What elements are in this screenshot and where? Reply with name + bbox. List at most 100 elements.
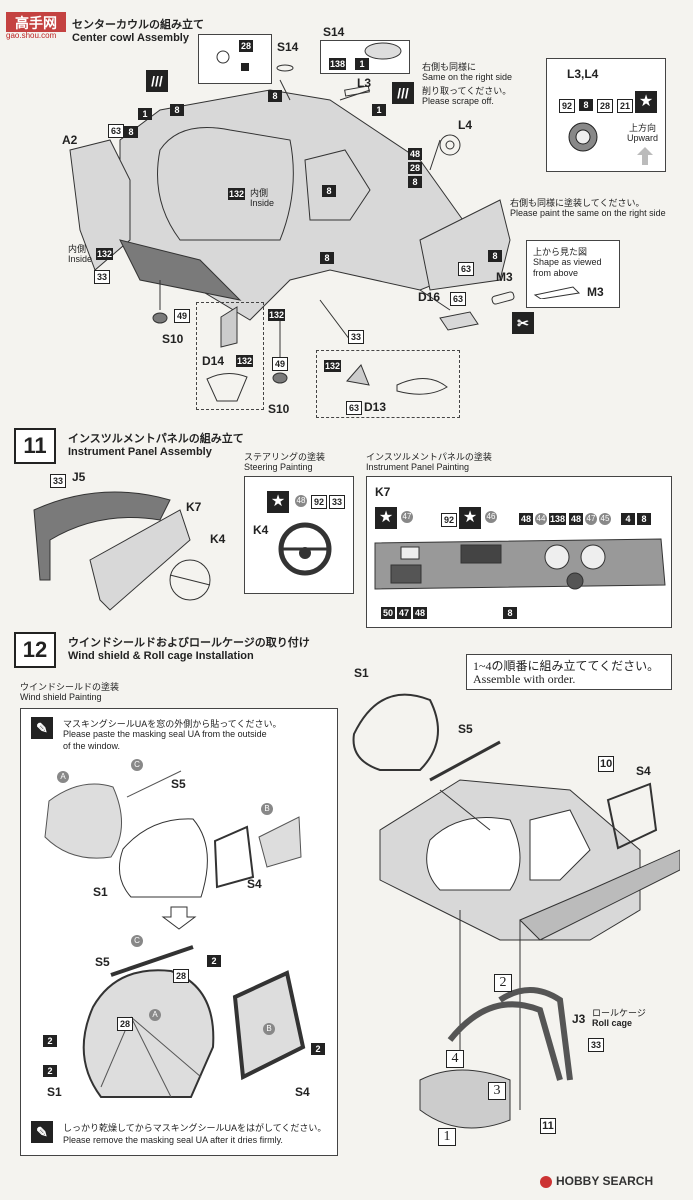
view-en1: Shape as viewed — [533, 257, 602, 267]
order-marker-4: 4 — [446, 1050, 464, 1068]
order-en: Assemble with order. — [473, 672, 576, 686]
part-s14: S14 — [277, 40, 299, 54]
part-a2: A2 — [62, 133, 78, 147]
code-2-left: 2 — [43, 1035, 57, 1047]
inside-label-en: Inside — [250, 198, 275, 208]
code-8-side: 8 — [320, 252, 334, 264]
code-2-s4: 2 — [311, 1043, 325, 1055]
code-28-window: 28 — [117, 1017, 133, 1031]
code-49-mid: 49 — [272, 357, 288, 371]
code-47-b: 47 — [585, 513, 597, 525]
l3l4-paint-box: L3,L4 92 8 28 21 ★ 上方向 Upward — [546, 58, 666, 172]
inside-left-en: Inside — [68, 254, 93, 264]
code-8-far-right: 8 — [488, 250, 502, 262]
note-right-jp: 右側も同様に — [422, 62, 477, 72]
part-k7: K7 — [186, 500, 202, 514]
code-132-left: 132 — [96, 248, 114, 260]
step10-title-jp: センターカウルの組み立て — [72, 19, 204, 31]
part-s1-top: S1 — [93, 885, 108, 899]
step11-title-jp: インスツルメントパネルの組み立て — [68, 433, 244, 445]
m3-view-box: 上から見た図 Shape as viewed from above M3 — [526, 240, 620, 308]
code-48: 48 — [408, 148, 422, 160]
watermark-text: gao.shou.com — [6, 31, 57, 40]
note-scrape-jp: 削り取ってください。 — [422, 86, 512, 96]
code-63-left: 63 — [108, 124, 124, 138]
code-8-mid: 8 — [322, 185, 336, 197]
watermark-logo: 高手网 gao.shou.com — [4, 8, 70, 42]
paint-note-en: Please paint the same on the right side — [510, 208, 666, 218]
code-8-l: 8 — [579, 99, 593, 111]
ws-en: Wind shield Painting — [20, 692, 102, 702]
code-48-panel-b: 48 — [569, 513, 583, 525]
s14-paint-box: 138 1 — [320, 40, 410, 74]
code-1: 1 — [355, 58, 369, 70]
inside-label-jp: 内側 — [250, 188, 269, 198]
remove-en: Please remove the masking seal UA after … — [63, 1135, 283, 1145]
part-s1-bottom: S1 — [47, 1085, 62, 1099]
l3l4-label: L3,L4 — [567, 67, 599, 81]
inside-left-jp: 内側 — [68, 244, 87, 254]
step12-title-en: Wind shield & Roll cage Installation — [68, 650, 254, 662]
code-47-a: 47 — [401, 511, 413, 523]
arrow-up-icon — [637, 147, 653, 165]
scrape-icon: /// — [146, 70, 168, 92]
part-d13: D13 — [364, 400, 387, 414]
rollcage-jp: ロールケージ — [592, 1008, 646, 1018]
code-50: 50 — [381, 607, 395, 619]
code-63-d13: 63 — [346, 401, 362, 415]
part-s10-left: S10 — [162, 332, 184, 346]
view-jp: 上から見た図 — [533, 247, 588, 257]
code-8-right: 8 — [408, 176, 422, 188]
part-s4-right: S4 — [636, 764, 651, 778]
marker-c-top: C — [131, 759, 143, 771]
footer-brand: HOBBY SEARCH — [540, 1174, 653, 1188]
instrument-panel-drawing — [33, 491, 211, 611]
order-marker-2: 2 — [494, 974, 512, 992]
remove-jp: しっかり乾燥してからマスキングシールUAをはがしてください。 — [63, 1123, 327, 1133]
code-28: 28 — [239, 40, 253, 52]
note-scrape-en: Please scrape off. — [422, 96, 494, 106]
note-right-en: Same on the right side — [422, 72, 513, 82]
code-8-a2: 8 — [124, 126, 138, 138]
code-48-c: 48 — [413, 607, 427, 619]
mask-en2: of the window. — [63, 741, 121, 751]
code-4: 4 — [621, 513, 635, 525]
step11-number: 11 — [14, 428, 56, 464]
panel-en: Instrument Panel Painting — [366, 462, 470, 472]
steer-en: Steering Painting — [244, 462, 313, 472]
upward-en: Upward — [627, 133, 659, 143]
scrape-icon-right: /// — [392, 82, 414, 104]
part-s1-right: S1 — [354, 666, 369, 680]
footer-logo-icon — [540, 1175, 552, 1188]
code-47-c: 47 — [397, 607, 411, 619]
steer-jp: ステアリングの塗装 — [244, 452, 326, 462]
code-33-j5: 33 — [50, 474, 66, 488]
s14-detail-box: 28 — [198, 34, 272, 84]
code-45: 45 — [599, 513, 611, 525]
code-138: 138 — [329, 58, 347, 70]
part-s5-top: S5 — [171, 777, 186, 791]
upward-jp: 上方向 — [629, 123, 657, 133]
marker-b-top: B — [261, 803, 273, 815]
code-132-s10: 132 — [268, 309, 286, 321]
mask-en1: Please paste the masking seal UA from th… — [63, 729, 267, 739]
code-44: 44 — [535, 513, 547, 525]
part-d14: D14 — [202, 354, 225, 368]
steer-star-icon: ★ — [267, 491, 289, 513]
part-m3: M3 — [496, 270, 513, 284]
code-46: 46 — [485, 511, 497, 523]
brush-icon: ✎ — [31, 717, 53, 739]
code-92: 92 — [559, 99, 575, 113]
center-cowl-drawing — [69, 64, 515, 384]
code-8-bottom: 8 — [503, 607, 517, 619]
view-en2: from above — [533, 268, 579, 278]
order-jp: 1~4の順番に組み立ててください。 — [473, 659, 660, 673]
part-s14-b: S14 — [323, 25, 345, 39]
code-28-right: 28 — [408, 162, 422, 174]
mask-jp: マスキングシールUAを窓の外側から貼ってください。 — [63, 719, 282, 729]
code-63-d16: 63 — [450, 292, 466, 306]
code-132-d14: 132 — [236, 355, 254, 367]
code-92-steer: 92 — [311, 495, 327, 509]
m3-view-label: M3 — [587, 285, 604, 299]
part-j3: J3 — [572, 1012, 586, 1026]
